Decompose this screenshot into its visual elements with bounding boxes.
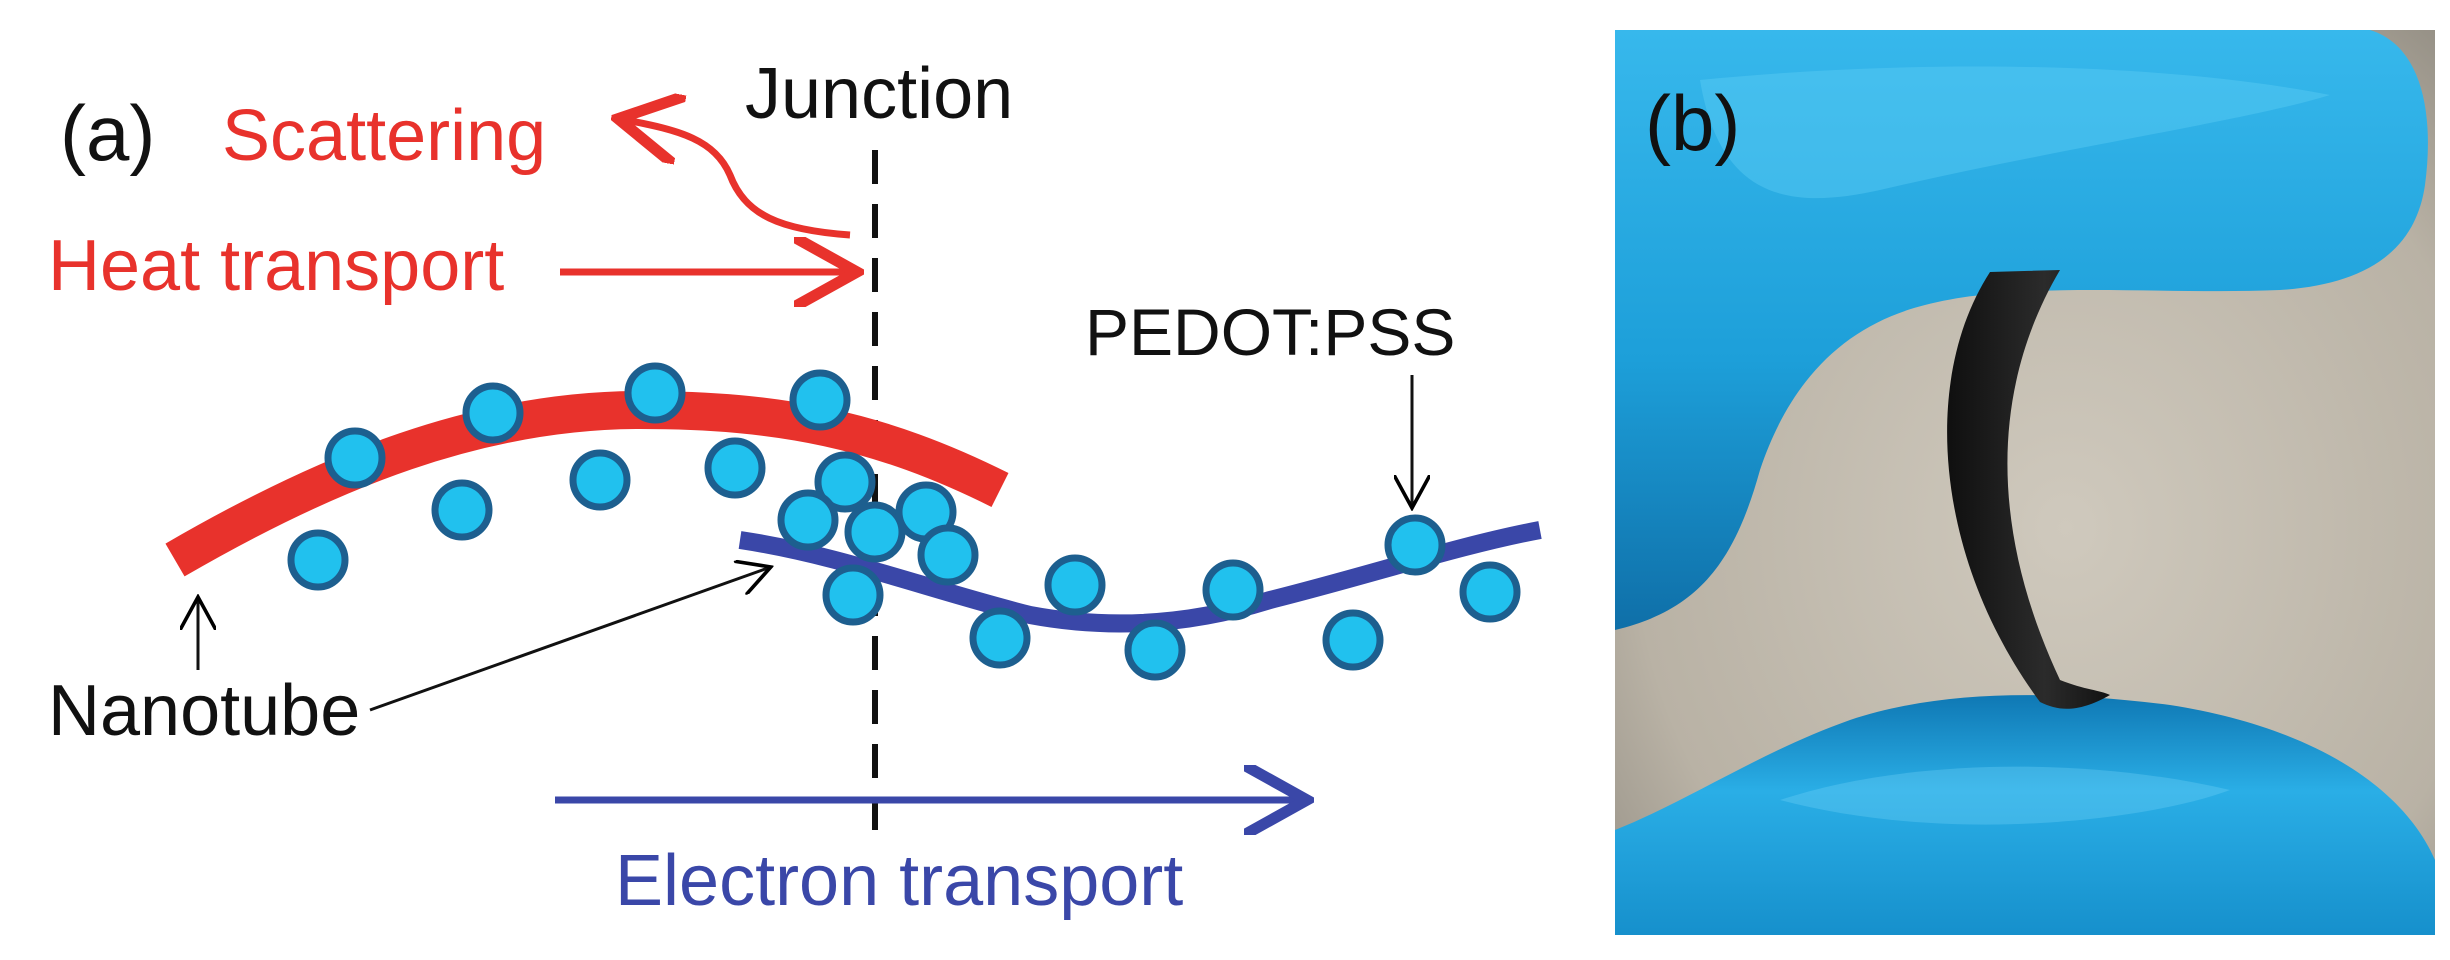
particle	[917, 524, 979, 586]
particle	[777, 489, 839, 551]
particle	[1044, 554, 1106, 616]
panel-b-label: (b)	[1645, 79, 1740, 167]
glove-bottom-icon	[1615, 695, 2435, 935]
glove-top-icon	[1615, 30, 2428, 630]
particle	[1124, 619, 1186, 681]
scattering-label: Scattering	[222, 96, 546, 176]
nanotube-label: Nanotube	[48, 671, 360, 751]
electron-transport-label: Electron transport	[615, 841, 1183, 921]
panel-a: (a) Junction Scattering Heat transport	[48, 54, 1542, 921]
flexible-film	[1947, 270, 2110, 709]
pedot-pss-label: PEDOT:PSS	[1085, 295, 1455, 369]
particle	[1459, 561, 1521, 623]
particle	[569, 449, 631, 511]
particle	[431, 479, 493, 541]
scattering-arrow	[625, 120, 851, 239]
particle	[1202, 559, 1264, 621]
glove-top-highlight	[1700, 66, 2330, 199]
particle	[624, 362, 686, 424]
panel-b-photo: (b)	[1615, 30, 2435, 935]
particle	[844, 501, 906, 563]
particle	[1384, 514, 1446, 576]
particle	[814, 451, 876, 513]
particle	[1322, 609, 1384, 671]
heat-transport-label: Heat transport	[48, 226, 504, 306]
particle	[287, 529, 349, 591]
glove-bottom-highlight	[1780, 766, 2230, 825]
panel-a-label: (a)	[60, 89, 155, 177]
nanotube-pointer-blue	[369, 568, 768, 712]
junction-label: Junction	[745, 54, 1013, 134]
red-nanotube	[165, 390, 1009, 577]
particle	[969, 607, 1031, 669]
particle	[704, 437, 766, 499]
particle	[789, 369, 851, 431]
particle	[462, 382, 524, 444]
particle	[324, 427, 386, 489]
particle	[822, 564, 884, 626]
pedot-particles	[287, 362, 1521, 681]
